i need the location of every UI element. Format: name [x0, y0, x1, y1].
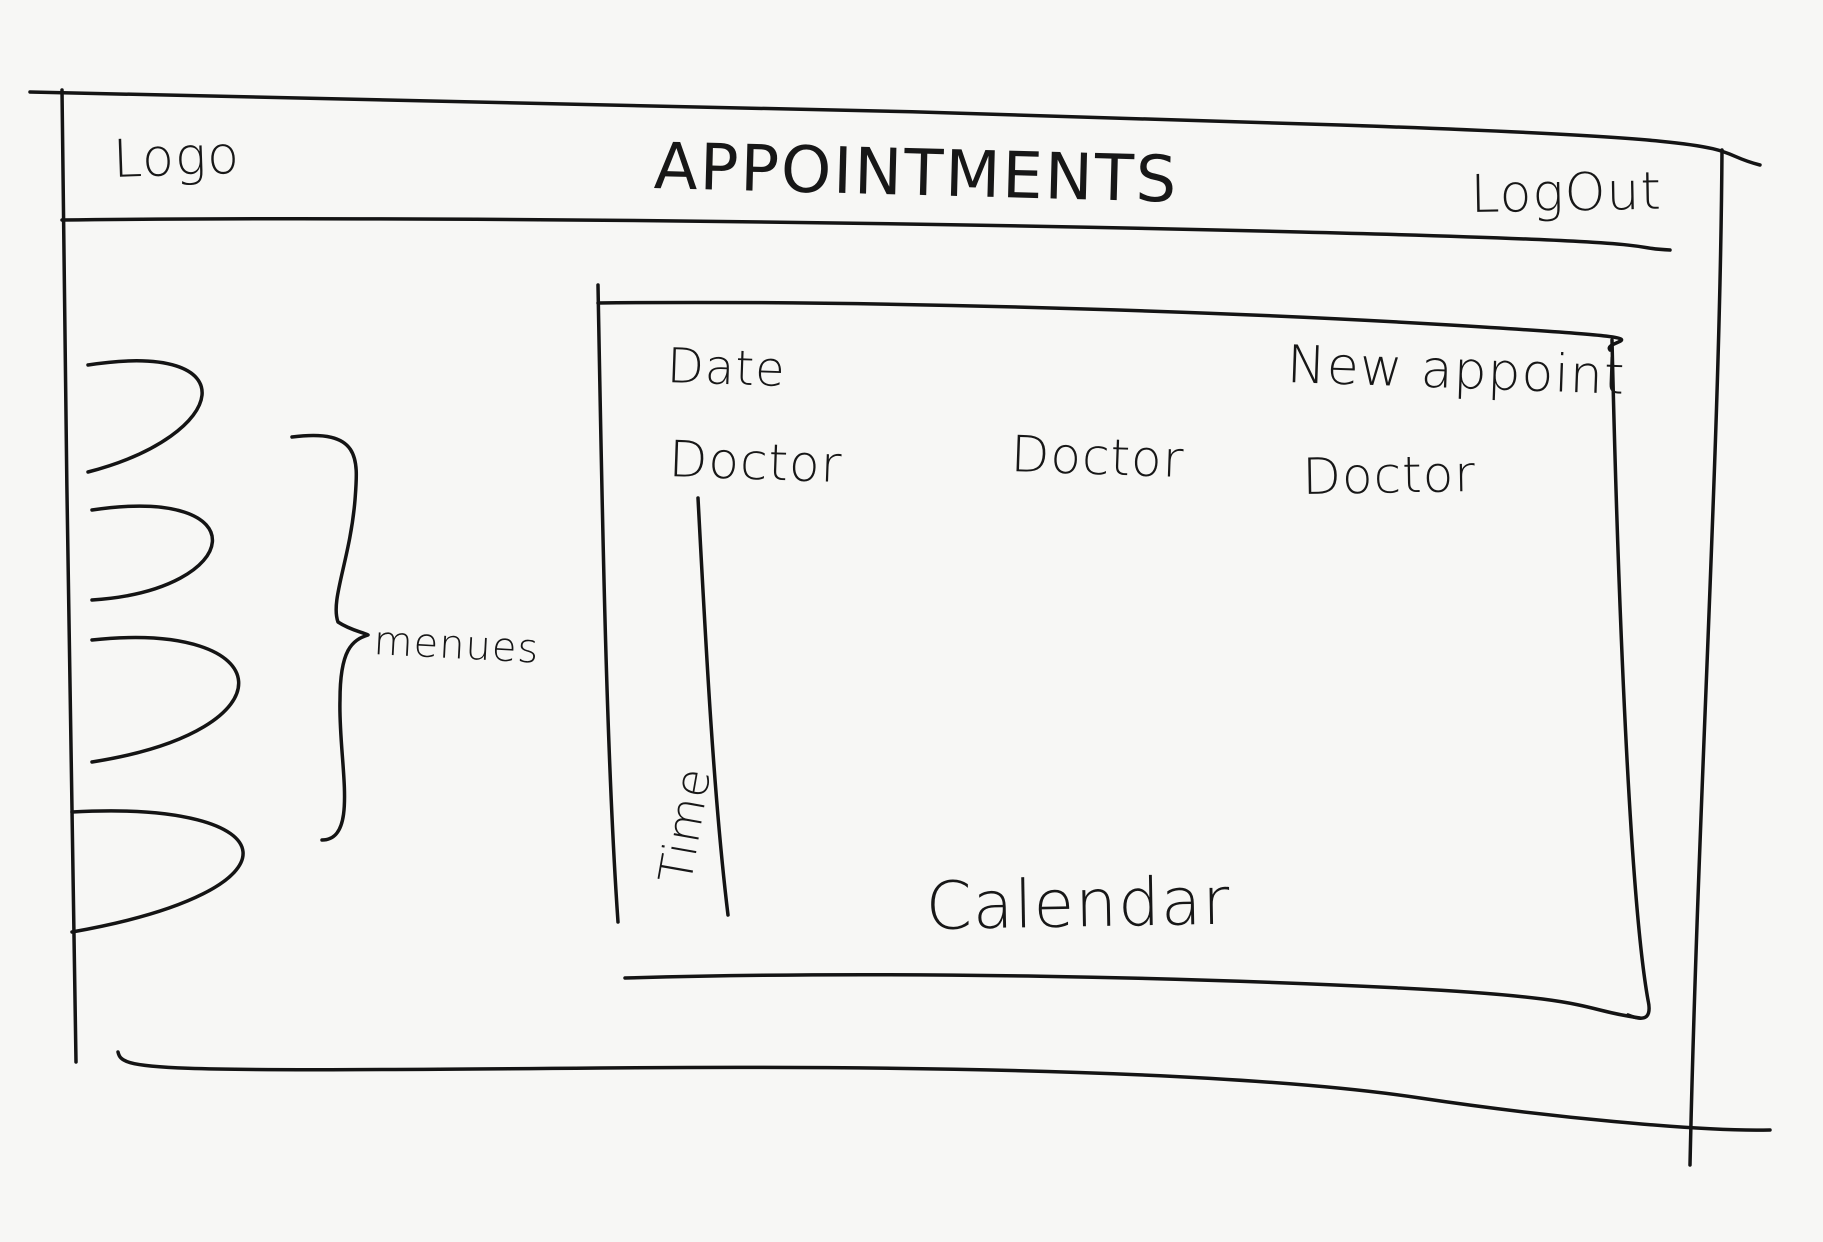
window-top-edge — [28, 90, 1762, 167]
sidebar-menu-item-4[interactable] — [68, 798, 283, 938]
calendar-panel-bottom — [623, 972, 1642, 1020]
window-bottom-edge — [116, 1050, 1772, 1132]
calendar-label: Calendar — [925, 862, 1232, 945]
sidebar-menu-item-3[interactable] — [80, 628, 275, 768]
menus-annotation: menues — [372, 618, 541, 673]
doctor-column-header[interactable]: Doctor — [1302, 444, 1477, 506]
calendar-panel-left — [596, 283, 620, 924]
time-axis-line — [696, 496, 730, 917]
menu-item-4-loop — [70, 809, 245, 934]
sidebar-menu-item-1[interactable] — [80, 355, 245, 480]
menus-brace — [290, 433, 370, 842]
new-appointment-button[interactable]: New appoint — [1285, 335, 1627, 407]
menu-item-2-loop — [90, 504, 215, 602]
logo[interactable]: Logo — [112, 125, 241, 190]
doctor-column-header[interactable]: Doctor — [667, 430, 844, 495]
window-right-edge — [1688, 148, 1724, 1167]
menu-item-1-loop — [86, 359, 204, 474]
calendar-panel-right — [1610, 338, 1651, 1020]
page-title: APPOINTMENTS — [653, 130, 1180, 218]
logout-button[interactable]: LogOut — [1470, 161, 1663, 225]
calendar-panel-top — [596, 300, 1624, 352]
menu-item-3-loop — [90, 635, 241, 764]
doctor-column-header[interactable]: Doctor — [1009, 425, 1186, 490]
date-selector[interactable]: Date — [666, 338, 787, 399]
header-divider — [60, 216, 1672, 252]
sidebar-menu-item-2[interactable] — [80, 495, 250, 607]
window-left-edge — [60, 88, 78, 1064]
